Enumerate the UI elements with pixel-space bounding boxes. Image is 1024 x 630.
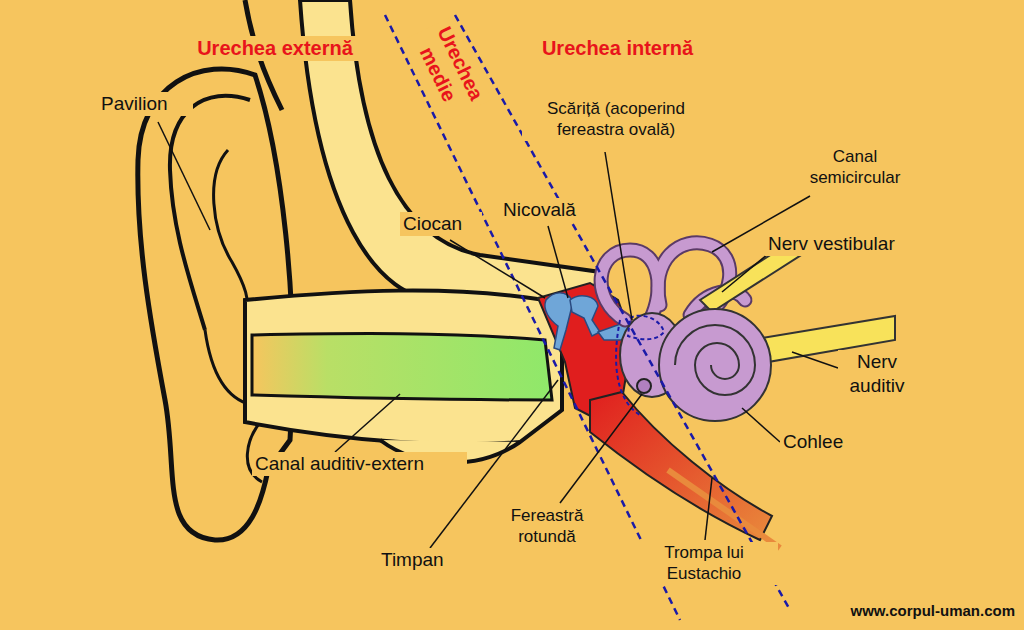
part-label: Pavilion bbox=[98, 92, 193, 116]
part-label: Trompa lui Eustachio bbox=[630, 542, 778, 585]
round-window bbox=[637, 379, 651, 393]
part-label: Nicovală bbox=[500, 198, 595, 222]
part-label: Canal semicircular bbox=[790, 146, 920, 189]
part-label: Ciocan bbox=[400, 212, 482, 236]
tube-outline bbox=[668, 470, 780, 548]
part-label: Nerv auditiv bbox=[838, 350, 916, 398]
region-label: Urechea medie bbox=[406, 17, 491, 122]
oval-window bbox=[628, 316, 664, 340]
cochlea bbox=[659, 309, 771, 421]
region-divider bbox=[455, 15, 790, 610]
part-label: Fereastră rotundă bbox=[485, 505, 609, 548]
ear-canal bbox=[252, 334, 552, 400]
canal-tissue bbox=[245, 291, 562, 445]
part-label: Nerv vestibular bbox=[765, 232, 917, 256]
region-label: Urechea internă bbox=[505, 36, 730, 61]
watermark: www.corpul-uman.com bbox=[810, 602, 1018, 621]
region-label: Urechea externă bbox=[170, 36, 380, 61]
cochlea-spiral bbox=[675, 325, 755, 395]
leader-lines bbox=[158, 122, 838, 548]
part-label: Scăriță (acoperind fereastra ovală) bbox=[522, 98, 710, 141]
semicircular-canals bbox=[601, 243, 745, 320]
part-label: Cohlee bbox=[780, 430, 865, 454]
part-label: Canal auditiv-extern bbox=[252, 452, 467, 476]
part-label: Timpan bbox=[378, 548, 473, 572]
